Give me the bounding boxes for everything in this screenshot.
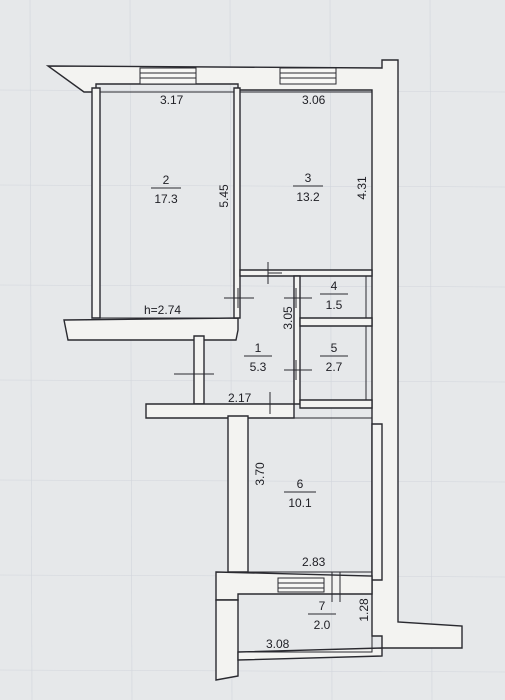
room-5-number: 5 bbox=[331, 341, 338, 355]
window-room7 bbox=[277, 577, 325, 593]
dim-room7-depth: 1.28 bbox=[357, 598, 371, 622]
room-1-number: 1 bbox=[255, 341, 262, 355]
room-6-area: 10.1 bbox=[288, 496, 312, 510]
dim-room2-width: 3.17 bbox=[160, 93, 184, 107]
room-7: 7 2.0 bbox=[308, 599, 336, 632]
dim-room2-depth: 5.45 bbox=[217, 184, 231, 208]
room-4-number: 4 bbox=[331, 279, 338, 293]
wall-hall-bottom bbox=[145, 403, 295, 419]
room-4: 4 1.5 bbox=[320, 279, 348, 312]
room-3: 3 13.2 bbox=[293, 171, 323, 204]
outer-wall-left bbox=[91, 87, 101, 319]
wall-hall-left bbox=[193, 335, 205, 405]
wall-room3-bottom bbox=[239, 269, 373, 277]
wall-room2-room3 bbox=[233, 87, 241, 319]
wall-room7-left bbox=[215, 599, 239, 681]
dim-hall-width: 2.17 bbox=[228, 391, 252, 405]
wall-room6-right bbox=[371, 423, 383, 581]
room-1: 1 5.3 bbox=[244, 341, 272, 374]
dim-room3-depth: 4.31 bbox=[355, 176, 369, 200]
window-room2 bbox=[139, 67, 197, 85]
room-2: 2 17.3 bbox=[151, 173, 181, 206]
room-4-area: 1.5 bbox=[326, 298, 343, 312]
wall-room6-left bbox=[227, 415, 249, 573]
room-3-area: 13.2 bbox=[296, 190, 320, 204]
room-6-number: 6 bbox=[297, 477, 304, 491]
room-3-number: 3 bbox=[305, 171, 312, 185]
room-5: 5 2.7 bbox=[320, 341, 348, 374]
wall-room4-room5 bbox=[299, 317, 373, 327]
dim-hall-depth: 3.05 bbox=[281, 306, 295, 330]
dimension-labels: 3.17 3.06 5.45 4.31 h=2.74 3.05 2.17 3.7… bbox=[144, 93, 371, 651]
room-1-area: 5.3 bbox=[250, 360, 267, 374]
outer-wall-bottom bbox=[237, 647, 383, 661]
room-outlines bbox=[99, 91, 373, 653]
windows bbox=[139, 67, 337, 593]
wall-hall-right bbox=[293, 275, 301, 405]
dim-room6-width: 2.83 bbox=[302, 555, 326, 569]
room-7-area: 2.0 bbox=[314, 618, 331, 632]
dim-room6-depth: 3.70 bbox=[253, 462, 267, 486]
room-7-number: 7 bbox=[319, 599, 326, 613]
room-2-number: 2 bbox=[163, 173, 170, 187]
room-2-area: 17.3 bbox=[154, 192, 178, 206]
dim-ceiling-height: h=2.74 bbox=[144, 303, 181, 317]
dim-room3-width: 3.06 bbox=[302, 93, 326, 107]
wall-room5-bottom bbox=[299, 399, 373, 409]
outer-wall-top-right bbox=[45, 59, 463, 649]
door-markers bbox=[174, 262, 341, 602]
room-6: 6 10.1 bbox=[284, 477, 316, 510]
room-5-area: 2.7 bbox=[326, 360, 343, 374]
dim-room7-width: 3.08 bbox=[266, 637, 290, 651]
wall-room2-bottom bbox=[63, 317, 239, 341]
room-labels: 2 17.3 3 13.2 4 1.5 5 2.7 1 5.3 6 10.1 bbox=[151, 171, 348, 632]
window-room3 bbox=[279, 67, 337, 85]
